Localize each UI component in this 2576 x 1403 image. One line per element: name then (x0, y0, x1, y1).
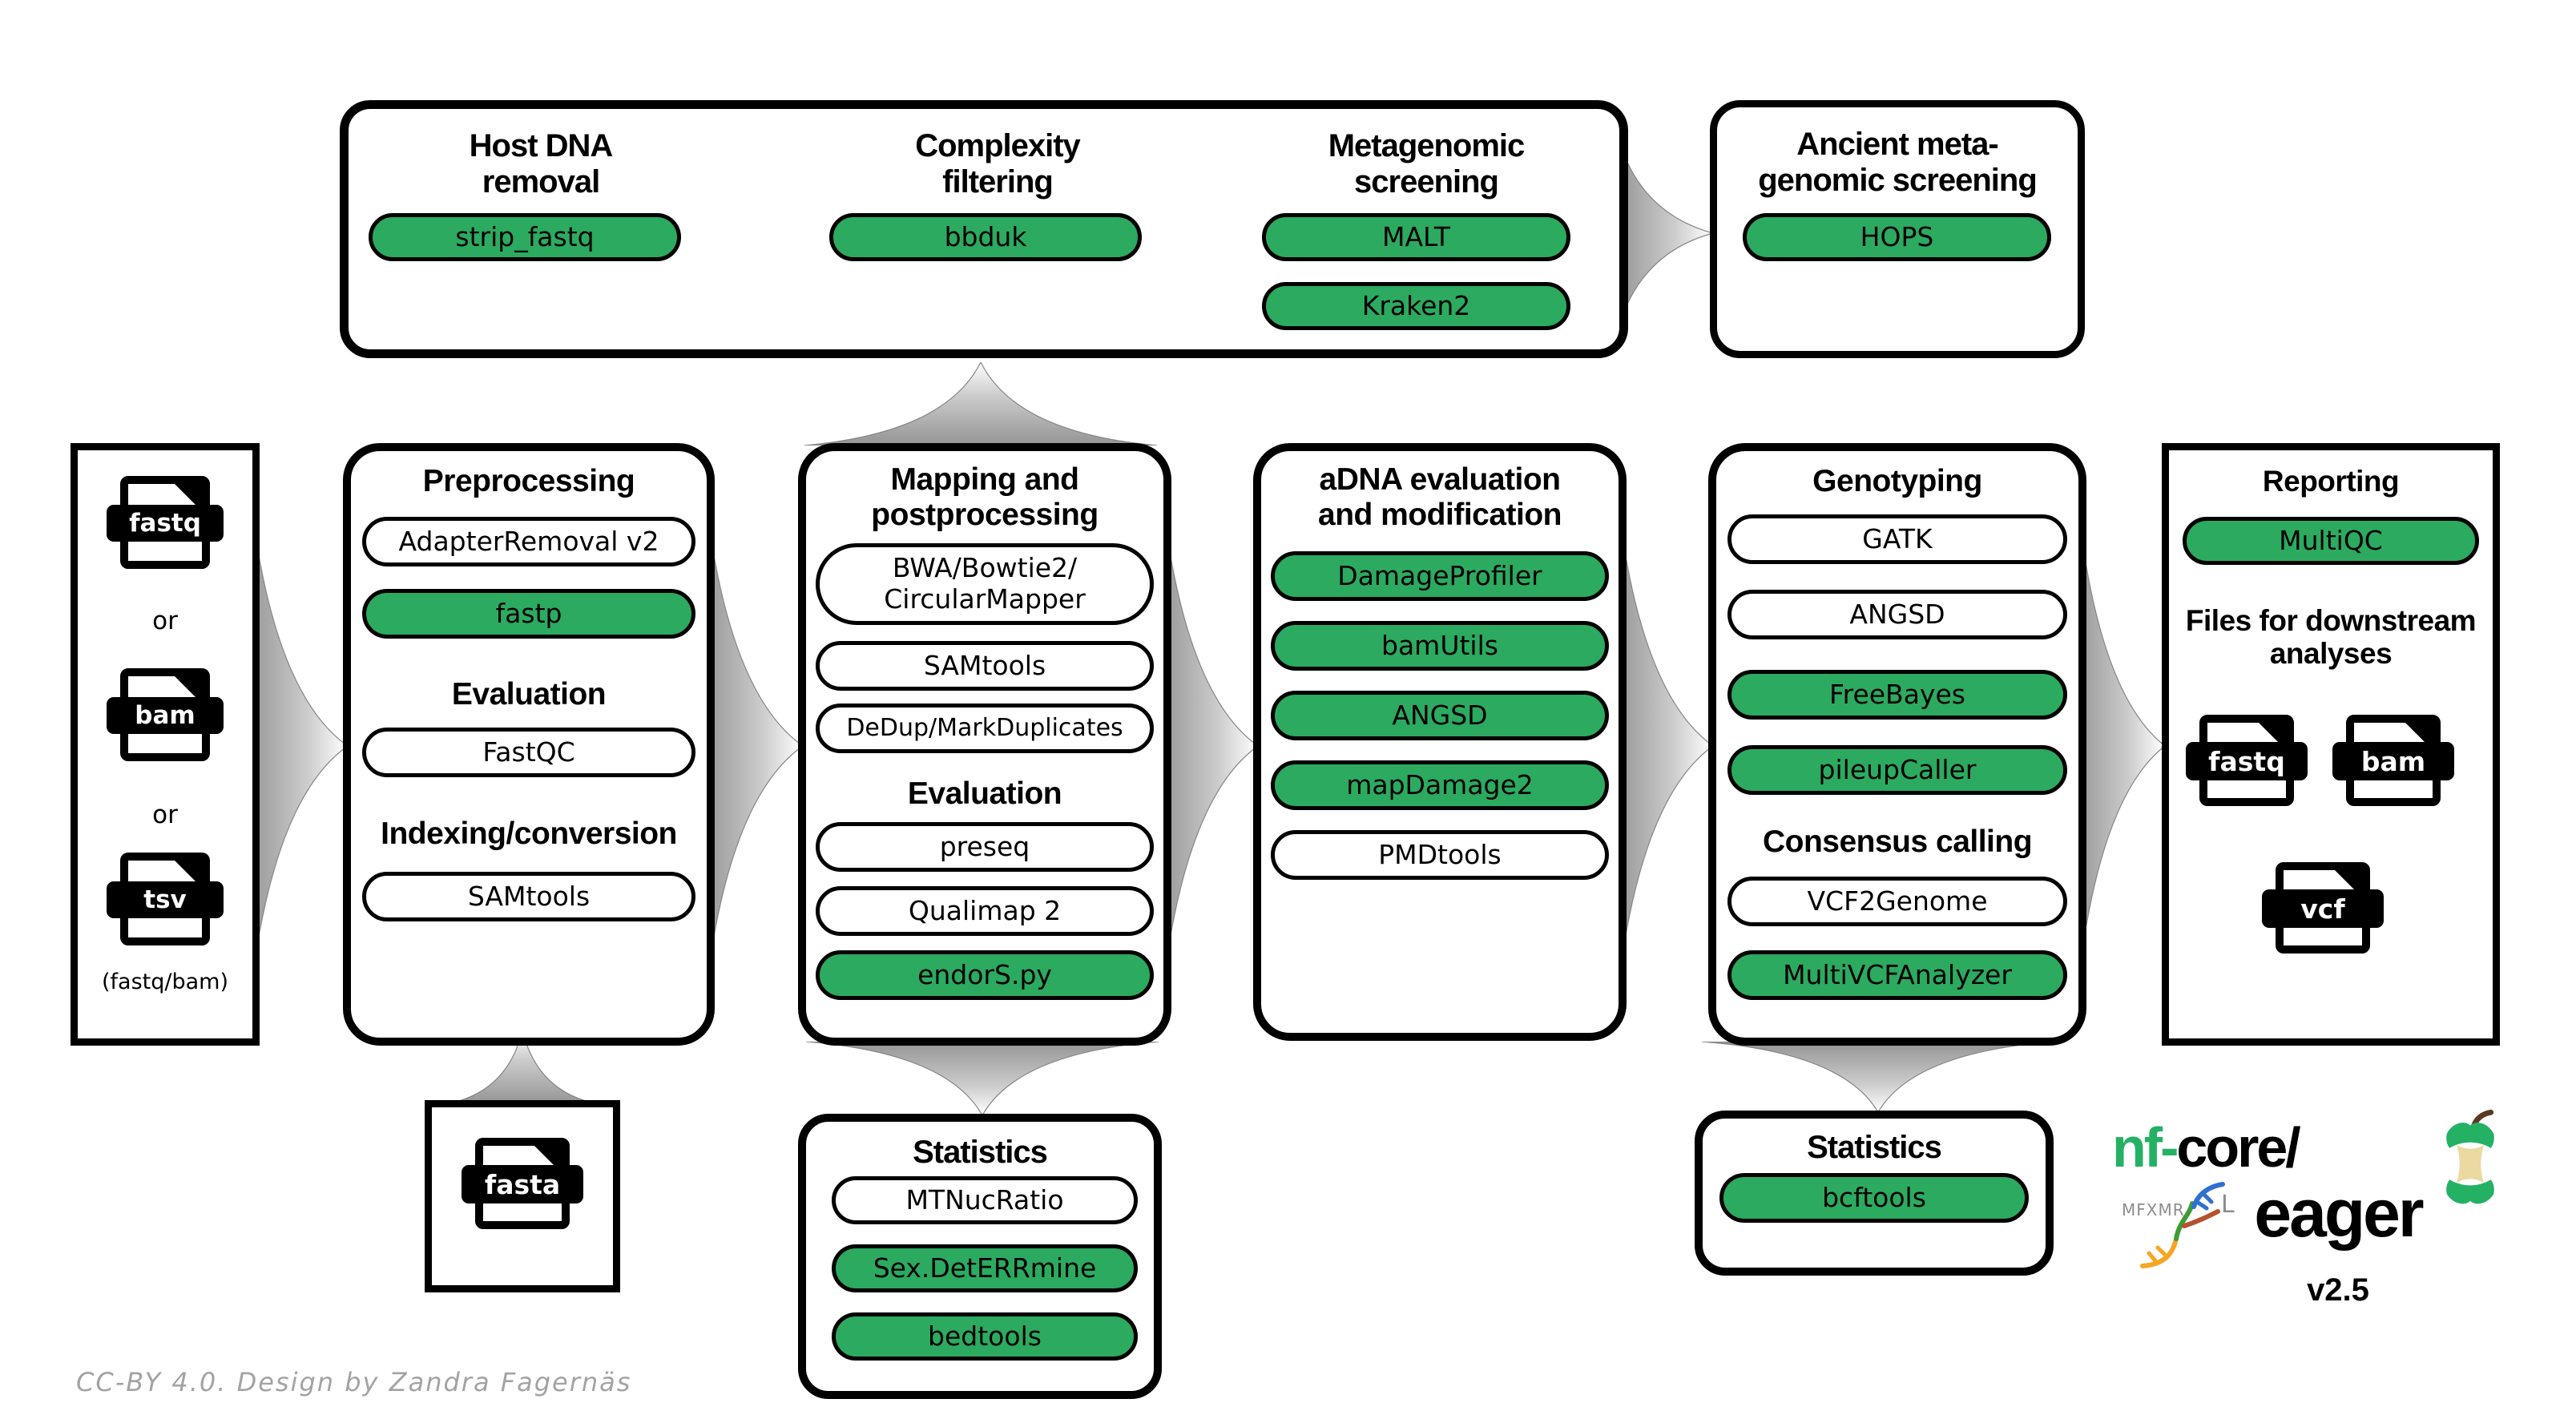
indexing-heading: Indexing/conversion (381, 816, 677, 851)
runes-label: MFXMR (2122, 1200, 2185, 1220)
tool-pill-endors-py: endorS.py (816, 950, 1154, 1000)
genotyping-heading: Genotyping (1812, 464, 1982, 498)
rune-right-label: L (2221, 1191, 2235, 1219)
tool-pill-mtnucratio: MTNucRatio (832, 1176, 1138, 1224)
tool-pill-bamutils: bamUtils (1271, 621, 1609, 671)
tool-pill-bbduk: bbduk (829, 213, 1142, 261)
tool-pill-angsd-adna: ANGSD (1271, 691, 1609, 740)
license-credit: CC-BY 4.0. Design by Zandra Fagernäs (76, 1367, 632, 1397)
consensus-heading: Consensus calling (1762, 824, 2033, 859)
tool-pill-dedup-markduplicates: DeDup/MarkDuplicates (816, 704, 1154, 753)
statistics-heading: Statistics (1807, 1130, 1942, 1165)
bam-output-file-icon: bam (2332, 715, 2454, 806)
arrow-mapping-to-adna (1159, 463, 1258, 1029)
arrow-mapping-to-statistics (806, 1042, 1159, 1115)
input-note: (fastq/bam) (102, 970, 228, 994)
evaluation-heading: Evaluation (451, 677, 607, 712)
tool-pill-malt: MALT (1262, 213, 1570, 261)
tool-pill-multiqc: MultiQC (2183, 517, 2479, 565)
arrow-adna-to-genotyping (1614, 463, 1713, 1029)
or-label: or (152, 800, 178, 829)
tool-pill-bedtools: bedtools (832, 1312, 1138, 1361)
arrow-mapping-to-topbox (804, 362, 1157, 445)
tool-pill-preseq: preseq (816, 822, 1154, 872)
preprocessing-heading: Preprocessing (422, 464, 635, 498)
arrow-preprocessing-to-mapping (702, 463, 803, 1029)
or-label: or (152, 607, 178, 635)
tool-pill-mapdamage2: mapDamage2 (1271, 760, 1609, 810)
file-type-label: bam (2332, 742, 2454, 780)
nfcore-logo-text: nf-core/ (2112, 1115, 2441, 1179)
file-type-label: vcf (2262, 889, 2384, 928)
tool-pill-strip-fastq: strip_fastq (369, 213, 681, 261)
tool-pill-freebayes: FreeBayes (1727, 670, 2067, 720)
tsv-file-icon: tsv (107, 853, 224, 945)
tool-pill-angsd-genotyping: ANGSD (1727, 590, 2067, 639)
tool-pill-sexdeterrmine: Sex.DetERRmine (832, 1244, 1138, 1292)
apple-core-icon (2446, 1109, 2494, 1204)
fastq-file-icon: fastq (107, 476, 224, 569)
fastq-output-file-icon: fastq (2186, 715, 2308, 806)
statistics-heading: Statistics (913, 1135, 1048, 1170)
fasta-reference-box: fasta (425, 1100, 620, 1292)
tool-pill-kraken2: Kraken2 (1262, 282, 1570, 330)
input-files-box: fastq or bam or tsv (fastq/bam) (71, 443, 260, 1046)
tool-pill-fastp: fastp (362, 589, 695, 639)
tool-pill-samtools-mapping: SAMtools (816, 641, 1154, 691)
tool-pill-bwa-bowtie2-circularmapper: BWA/Bowtie2/ CircularMapper (816, 543, 1154, 625)
file-type-label: tsv (107, 881, 224, 918)
evaluation-heading: Evaluation (907, 776, 1062, 811)
tool-pill-pileupcaller: pileupCaller (1727, 745, 2067, 795)
arrow-genotyping-to-reporting (2074, 463, 2165, 1029)
tool-pill-damageprofiler: DamageProfiler (1271, 551, 1609, 601)
file-type-label: fasta (462, 1165, 583, 1203)
reporting-heading: Reporting (2262, 465, 2400, 498)
vcf-output-file-icon: vcf (2262, 862, 2384, 953)
file-type-label: bam (107, 697, 224, 734)
tool-pill-adapterremoval: AdapterRemoval v2 (362, 517, 695, 566)
arrow-genotyping-to-statistics (1702, 1042, 2054, 1112)
file-type-label: fastq (2186, 742, 2308, 780)
tool-pill-multivcfanalyzer: MultiVCFAnalyzer (1727, 950, 2067, 1000)
tool-pill-gatk: GATK (1727, 514, 2067, 564)
version-label: v2.5 (2307, 1272, 2369, 1308)
ancient-heading: Ancient meta-genomic screening (1758, 127, 2038, 198)
fasta-file-icon: fasta (462, 1138, 583, 1229)
eager-logo-text: eager (2254, 1175, 2424, 1251)
tool-pill-pmdtools: PMDtools (1271, 830, 1609, 880)
tool-pill-qualimap2: Qualimap 2 (816, 886, 1154, 936)
arrow-input-to-preprocessing (247, 463, 348, 1029)
file-type-label: fastq (107, 505, 224, 542)
tool-pill-bcftools: bcftools (1719, 1173, 2029, 1223)
tool-pill-fastqc: FastQC (362, 728, 695, 777)
tool-pill-hops: HOPS (1743, 213, 2051, 261)
tool-pill-samtools-indexing: SAMtools (362, 872, 695, 921)
nf-prefix: nf- (2112, 1116, 2179, 1179)
dna-helix-icon (2140, 1182, 2225, 1268)
bam-file-icon: bam (107, 668, 224, 761)
core-suffix: core/ (2176, 1116, 2300, 1179)
arrow-metagenomic-to-ancient (1615, 127, 1713, 340)
tool-pill-vcf2genome: VCF2Genome (1727, 877, 2067, 926)
